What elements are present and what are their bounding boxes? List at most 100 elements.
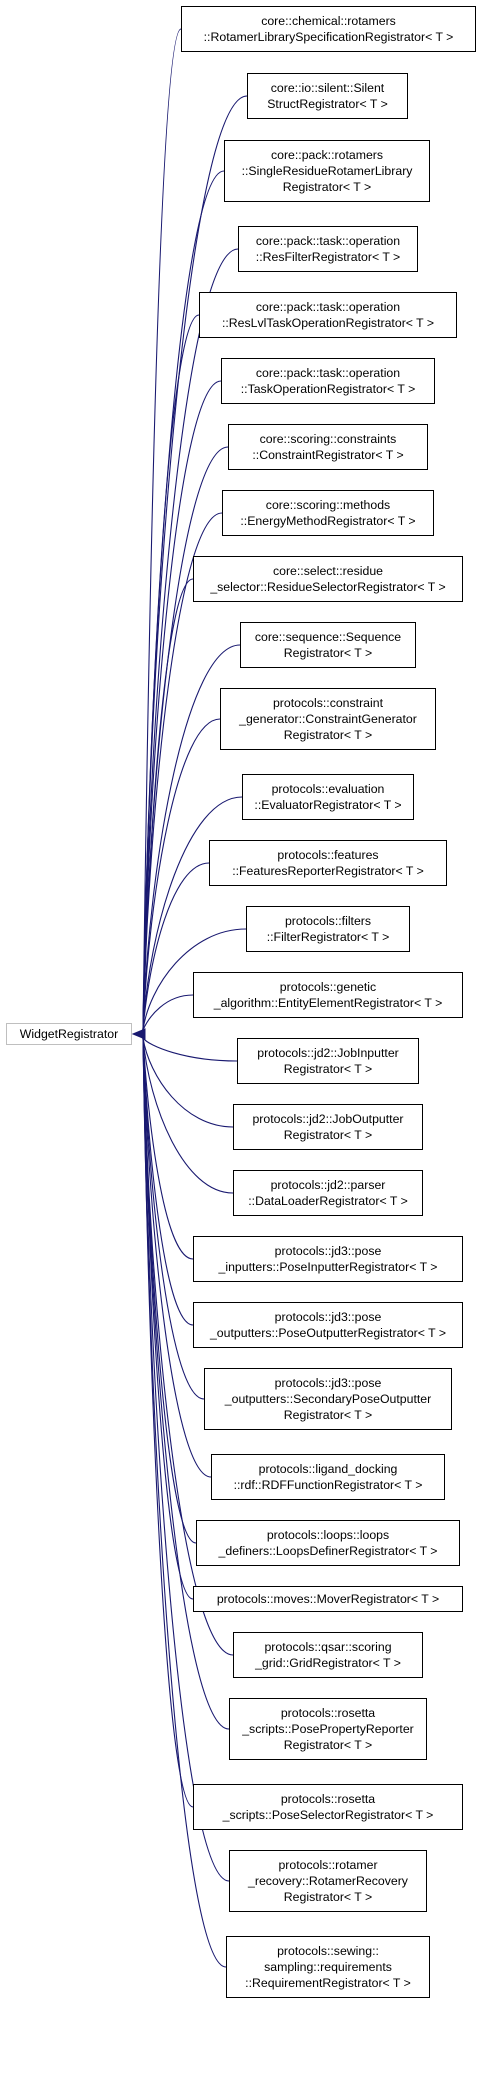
node-derived-registrator[interactable]: protocols::ligand_docking::rdf::RDFFunct… [211, 1454, 445, 1500]
inheritance-edge [142, 928, 247, 1031]
node-label-line: _recovery::RotamerRecovery [248, 1874, 408, 1888]
node-widget-registrator[interactable]: WidgetRegistrator [6, 1023, 132, 1045]
node-label-line: core::scoring::methods [265, 498, 391, 512]
inheritance-edge [142, 1037, 234, 1194]
node-derived-registrator[interactable]: protocols::genetic_algorithm::EntityElem… [193, 972, 463, 1018]
node-label: WidgetRegistrator [19, 1027, 119, 1041]
node-label-line: _algorithm::EntityElementRegistrator< T … [213, 996, 443, 1010]
node-label-line: protocols::rosetta [280, 1706, 376, 1720]
node-label-line: protocols::rotamer [278, 1858, 378, 1872]
inheritance-edge [142, 578, 194, 1031]
node-derived-registrator[interactable]: core::pack::task::operation::TaskOperati… [221, 358, 435, 404]
node-label-line: core::io::silent::Silent [270, 81, 385, 95]
node-label-line: core::pack::task::operation [255, 234, 401, 248]
node-label-line: protocols::loops::loops [266, 1528, 390, 1542]
inheritance-edge [142, 1037, 234, 1656]
node-label-line: _scripts::PosePropertyReporter [242, 1722, 414, 1736]
inheritance-edge [142, 1037, 238, 1062]
node-label-line: sampling::requirements [264, 1960, 392, 1974]
node-label-line: core::select::residue [272, 564, 384, 578]
node-label-line: core::sequence::Sequence [254, 630, 402, 644]
node-label-line: Registrator< T > [283, 728, 373, 742]
node-label-line: Registrator< T > [283, 1128, 373, 1142]
node-label-line: protocols::jd3::pose [274, 1376, 382, 1390]
node-label-line: core::pack::task::operation [255, 300, 401, 314]
node-label-line: ::ResLvlTaskOperationRegistrator< T > [221, 316, 435, 330]
node-label-line: protocols::evaluation [271, 782, 385, 796]
node-label-line: Registrator< T > [283, 1408, 373, 1422]
node-derived-registrator[interactable]: protocols::constraint_generator::Constra… [220, 688, 436, 750]
node-label-line: Registrator< T > [283, 1738, 373, 1752]
node-derived-registrator[interactable]: protocols::features::FeaturesReporterReg… [209, 840, 447, 886]
node-derived-registrator[interactable]: protocols::jd3::pose_inputters::PoseInpu… [193, 1236, 463, 1282]
inheritance-edge [142, 1037, 234, 1128]
node-derived-registrator[interactable]: protocols::rosetta_scripts::PoseSelector… [193, 1784, 463, 1830]
node-label-line: ::rdf::RDFFunctionRegistrator< T > [233, 1478, 423, 1492]
node-derived-registrator[interactable]: protocols::evaluation::EvaluatorRegistra… [242, 774, 414, 820]
node-label-line: _grid::GridRegistrator< T > [255, 1656, 401, 1670]
node-derived-registrator[interactable]: protocols::qsar::scoring_grid::GridRegis… [233, 1632, 423, 1678]
node-label-line: StructRegistrator< T > [267, 97, 388, 111]
node-derived-registrator[interactable]: protocols::jd3::pose_outputters::Seconda… [204, 1368, 452, 1430]
node-derived-registrator[interactable]: protocols::sewing::sampling::requirement… [226, 1936, 430, 1998]
node-label-line: protocols::jd2::parser [270, 1178, 386, 1192]
inheritance-edge [142, 862, 210, 1031]
node-label-line: ::TaskOperationRegistrator< T > [240, 382, 416, 396]
node-label-line: ::FilterRegistrator< T > [266, 930, 390, 944]
inheritance-edge [142, 1037, 194, 1326]
inheritance-edge [142, 1037, 205, 1400]
node-label-line: core::scoring::constraints [259, 432, 397, 446]
node-label-line: protocols::sewing:: [277, 1944, 379, 1958]
node-derived-registrator[interactable]: core::pack::task::operation::ResFilterRe… [238, 226, 418, 272]
node-derived-registrator[interactable]: core::pack::task::operation::ResLvlTaskO… [199, 292, 457, 338]
node-derived-registrator[interactable]: protocols::rotamer_recovery::RotamerReco… [229, 1850, 427, 1912]
node-derived-registrator[interactable]: core::scoring::methods::EnergyMethodRegi… [222, 490, 434, 536]
inheritance-edge [142, 248, 239, 1031]
node-derived-registrator[interactable]: protocols::filters::FilterRegistrator< T… [246, 906, 410, 952]
node-label-line: _definers::LoopsDefinerRegistrator< T > [218, 1544, 438, 1558]
node-derived-registrator[interactable]: protocols::moves::MoverRegistrator< T > [193, 1586, 463, 1612]
node-label-line: _inputters::PoseInputterRegistrator< T > [218, 1260, 438, 1274]
inheritance-edge [142, 796, 243, 1031]
node-label-line: Registrator< T > [283, 646, 373, 660]
arrowhead [131, 1028, 146, 1040]
node-label-line: ::FeaturesReporterRegistrator< T > [232, 864, 424, 878]
inheritance-edge [142, 644, 241, 1031]
node-derived-registrator[interactable]: protocols::loops::loops_definers::LoopsD… [196, 1520, 460, 1566]
node-label-line: ::RequirementRegistrator< T > [245, 1976, 411, 1990]
node-label-line: ::DataLoaderRegistrator< T > [248, 1194, 408, 1208]
node-label-line: Registrator< T > [283, 1890, 373, 1904]
node-label-line: ::ConstraintRegistrator< T > [252, 448, 404, 462]
node-label-line: ::RotamerLibrarySpecificationRegistrator… [203, 30, 454, 44]
node-derived-registrator[interactable]: core::chemical::rotamers::RotamerLibrary… [181, 6, 476, 52]
node-label-line: ::ResFilterRegistrator< T > [255, 250, 401, 264]
node-label-line: core::chemical::rotamers [261, 14, 396, 28]
node-derived-registrator[interactable]: core::select::residue_selector::ResidueS… [193, 556, 463, 602]
node-label-line: Registrator< T > [283, 1062, 373, 1076]
node-derived-registrator[interactable]: protocols::rosetta_scripts::PoseProperty… [229, 1698, 427, 1760]
node-label-line: _selector::ResidueSelectorRegistrator< T… [210, 580, 446, 594]
node-label-line: protocols::jd2::JobInputter [257, 1046, 399, 1060]
inheritance-edge [142, 718, 221, 1031]
node-derived-registrator[interactable]: protocols::jd2::parser::DataLoaderRegist… [233, 1170, 423, 1216]
node-label-line: _outputters::SecondaryPoseOutputter [224, 1392, 432, 1406]
inheritance-edge [142, 1037, 227, 1968]
node-label-line: protocols::jd2::JobOutputter [252, 1112, 404, 1126]
inheritance-edge [142, 28, 182, 1031]
inheritance-edge [142, 994, 194, 1031]
node-derived-registrator[interactable]: protocols::jd3::pose_outputters::PoseOut… [193, 1302, 463, 1348]
node-label-line: ::SingleResidueRotamerLibrary [241, 164, 413, 178]
node-label-line: protocols::filters [284, 914, 372, 928]
node-derived-registrator[interactable]: core::pack::rotamers::SingleResidueRotam… [224, 140, 430, 202]
node-label-line: protocols::jd3::pose [274, 1244, 382, 1258]
inheritance-edge [142, 380, 222, 1031]
node-label-line: _scripts::PoseSelectorRegistrator< T > [222, 1808, 434, 1822]
node-label-line: core::pack::task::operation [255, 366, 401, 380]
node-derived-registrator[interactable]: core::scoring::constraints::ConstraintRe… [228, 424, 428, 470]
